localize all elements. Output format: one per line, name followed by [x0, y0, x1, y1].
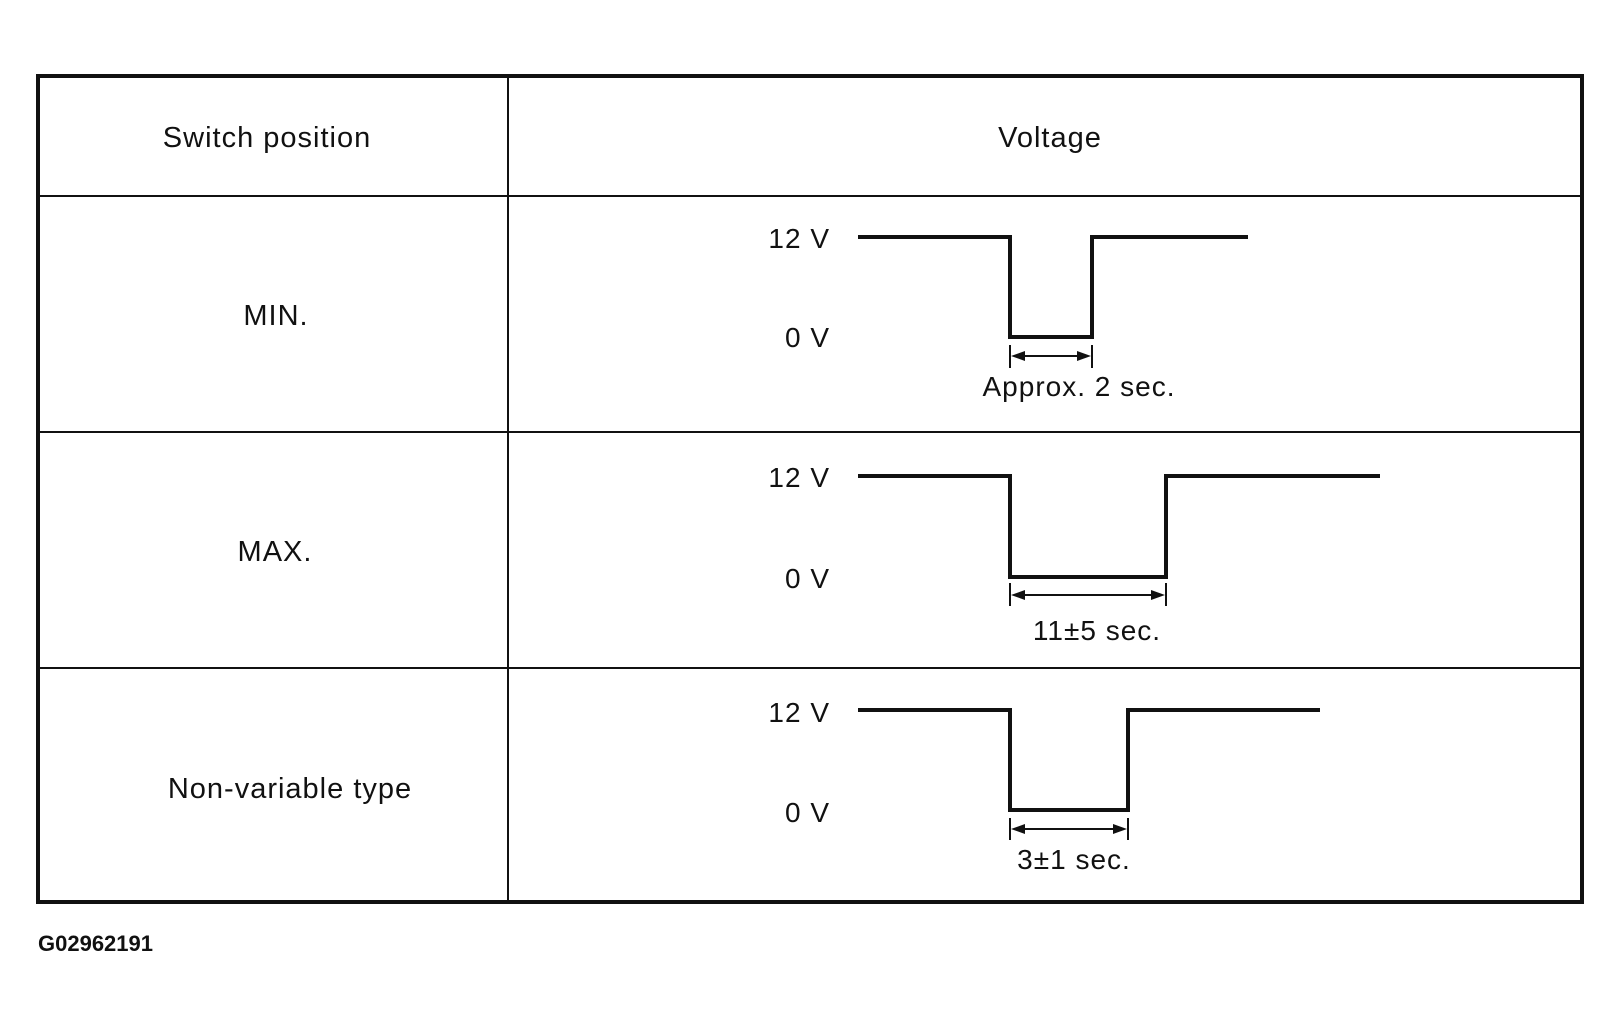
arrowhead-right: [1113, 824, 1127, 834]
row-non-variable: Non-variable type 12 V 0 V 3±1 sec.: [168, 697, 1320, 875]
switch-position-label: Non-variable type: [168, 773, 412, 805]
header-switch-position: Switch position: [163, 122, 371, 154]
arrowhead-right: [1077, 351, 1091, 361]
row-max: MAX. 12 V 0 V 11±5 sec.: [238, 462, 1380, 646]
pulse-waveform: [858, 708, 1320, 812]
header-voltage: Voltage: [998, 122, 1102, 154]
switch-position-label: MIN.: [243, 300, 308, 332]
table-border: [36, 74, 1584, 904]
arrowhead-left: [1011, 824, 1025, 834]
switch-position-label: MAX.: [238, 536, 313, 568]
pulse-waveform: [858, 474, 1380, 579]
table-grid: [36, 74, 1584, 904]
duration-label: 3±1 sec.: [1017, 844, 1131, 875]
pulse-waveform: [858, 235, 1248, 339]
high-voltage-label: 12 V: [768, 697, 830, 728]
low-voltage-label: 0 V: [785, 322, 830, 353]
low-voltage-label: 0 V: [785, 797, 830, 828]
duration-label: Approx. 2 sec.: [983, 371, 1176, 402]
high-voltage-label: 12 V: [768, 223, 830, 254]
low-voltage-label: 0 V: [785, 563, 830, 594]
figure-code: G02962191: [38, 931, 153, 956]
arrowhead-right: [1151, 590, 1165, 600]
arrowhead-left: [1011, 351, 1025, 361]
row-min: MIN. 12 V 0 V Approx. 2 sec.: [243, 223, 1248, 402]
arrowhead-left: [1011, 590, 1025, 600]
duration-label: 11±5 sec.: [1033, 615, 1161, 646]
high-voltage-label: 12 V: [768, 462, 830, 493]
